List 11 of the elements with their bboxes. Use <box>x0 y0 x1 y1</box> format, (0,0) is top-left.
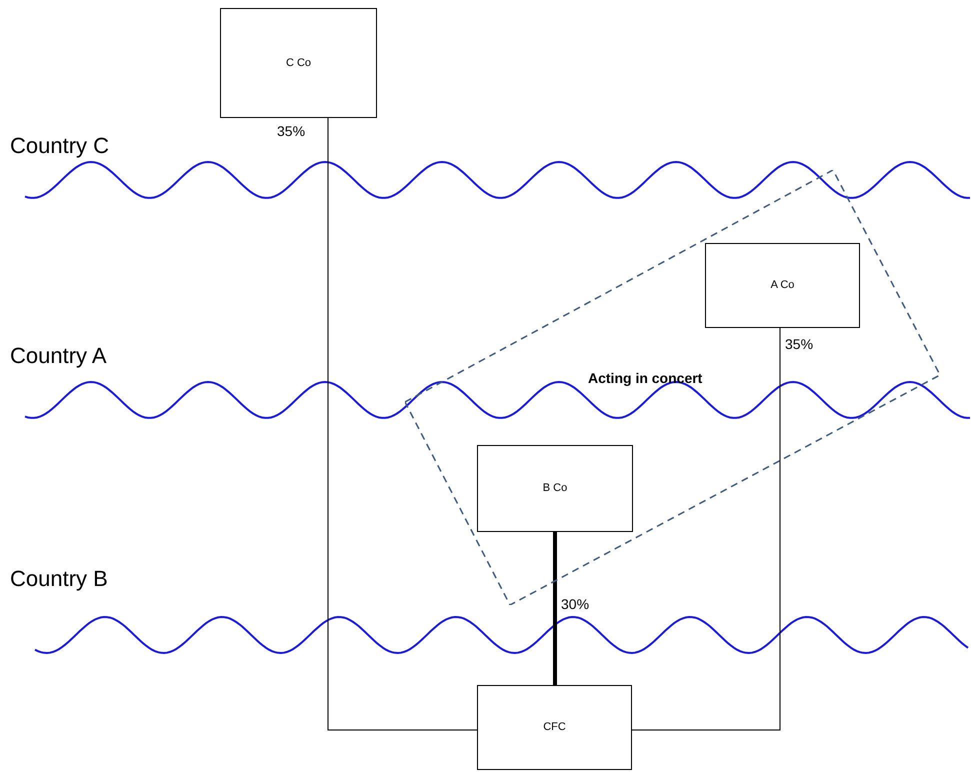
company-box: CFC <box>477 685 632 770</box>
company-box: A Co <box>705 243 860 328</box>
ownership-line <box>328 118 478 730</box>
company-box: C Co <box>220 8 377 118</box>
ownership-line <box>632 328 780 730</box>
group-label: Acting in concert <box>588 369 702 388</box>
country-label: Country A <box>10 342 107 370</box>
ownership-line <box>553 532 557 685</box>
country-label: Country B <box>10 565 108 593</box>
country-label: Country C <box>10 132 110 160</box>
company-box: B Co <box>477 445 633 532</box>
